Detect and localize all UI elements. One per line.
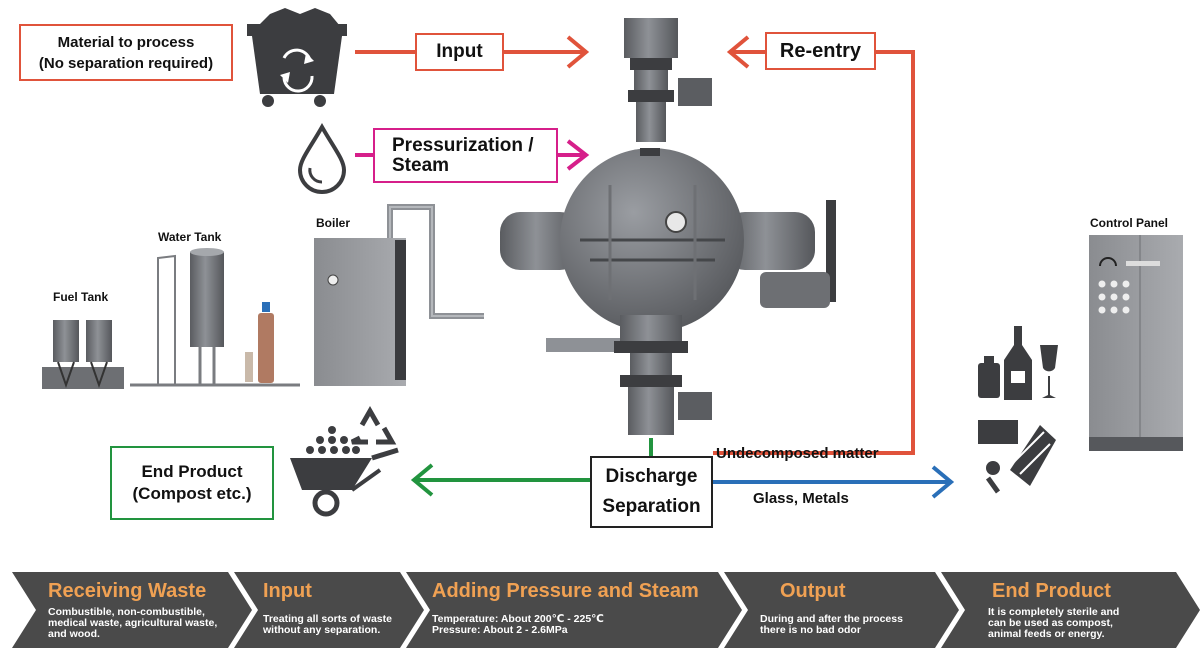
step-desc-line: During and after the process xyxy=(760,613,903,625)
step-shape-pressure xyxy=(406,572,742,648)
input-arrow xyxy=(355,35,590,69)
pressurization-box: Pressurization / Steam xyxy=(373,128,558,183)
discharge-box: Discharge Separation xyxy=(590,456,713,528)
output-arrow xyxy=(410,438,653,497)
glass-metals-label: Glass, Metals xyxy=(753,490,849,507)
bottles-icon xyxy=(978,326,1058,400)
pressurization-line-1: Pressurization / xyxy=(392,134,534,156)
step-desc-line: there is no bad odor xyxy=(760,624,861,636)
boiler xyxy=(314,204,484,386)
fuel-tank-label: Fuel Tank xyxy=(53,290,109,304)
step-shape-input xyxy=(234,572,424,648)
reentry-label: Re-entry xyxy=(779,39,862,62)
step-desc: Temperature: About 200℃ - 225℃ Pressure:… xyxy=(432,614,604,636)
discharge-line-2: Separation xyxy=(602,496,701,517)
step-shape-end xyxy=(941,572,1200,648)
fuel-tank xyxy=(42,320,124,389)
step-shape-receiving xyxy=(12,572,252,648)
step-desc-line: can be used as compost, xyxy=(988,617,1113,629)
step-desc-line: animal feeds or energy. xyxy=(988,628,1105,640)
step-desc-line: and wood. xyxy=(48,628,100,640)
step-desc-line: medical waste, agricultural waste, xyxy=(48,617,218,629)
undecomposed-label: Undecomposed matter xyxy=(716,445,879,462)
step-shape-output xyxy=(724,572,959,648)
step-desc-line: Temperature: About 200℃ - 225℃ xyxy=(432,613,604,625)
recycle-icon xyxy=(350,405,397,445)
water-drop-icon xyxy=(297,122,347,194)
step-title: Adding Pressure and Steam xyxy=(432,580,699,602)
end-product-box: End Product (Compost etc.) xyxy=(110,446,274,520)
step-desc: It is completely sterile and can be used… xyxy=(988,607,1119,640)
material-line-1: Material to process xyxy=(57,33,195,51)
water-tank-label: Water Tank xyxy=(158,230,222,244)
pressurization-line-2: Steam xyxy=(392,154,450,176)
reentry-arrow xyxy=(713,35,915,455)
boiler-label: Boiler xyxy=(316,216,351,230)
step-title: Input xyxy=(263,580,312,602)
reentry-box: Re-entry xyxy=(765,32,876,70)
control-panel xyxy=(1089,235,1183,451)
discharge-line-1: Discharge xyxy=(605,466,698,487)
step-desc: Combustible, non-combustible, medical wa… xyxy=(48,607,217,640)
step-bar xyxy=(12,572,1200,648)
step-desc-line: It is completely sterile and xyxy=(988,606,1120,618)
water-tank xyxy=(130,248,300,387)
step-receiving: Receiving Waste Combustible, non-combust… xyxy=(48,572,238,648)
compost-wheelbarrow-icon xyxy=(290,426,399,517)
end-product-line-1: End Product xyxy=(141,462,243,481)
step-desc: Treating all sorts of waste without any … xyxy=(263,614,392,636)
step-desc-line: Pressure: About 2 - 2.6MPa xyxy=(432,624,568,636)
step-desc: During and after the process there is no… xyxy=(760,614,903,636)
end-product-line-2: (Compost etc.) xyxy=(132,484,252,503)
step-end-product: End Product It is completely sterile and… xyxy=(988,572,1168,648)
recycle-arrow xyxy=(713,465,955,499)
material-box: Material to process (No separation requi… xyxy=(19,24,233,81)
step-output: Output During and after the process ther… xyxy=(760,572,935,648)
waste-bin-icon xyxy=(247,8,347,107)
cans-icon xyxy=(978,420,1056,494)
step-title: Receiving Waste xyxy=(48,580,207,602)
input-box: Input xyxy=(415,33,504,71)
step-desc-line: Treating all sorts of waste xyxy=(263,613,392,625)
step-title: End Product xyxy=(992,580,1111,602)
step-desc-line: Combustible, non-combustible, xyxy=(48,606,205,618)
steam-arrow xyxy=(355,139,590,171)
reactor-vessel xyxy=(500,18,836,435)
step-desc-line: without any separation. xyxy=(263,624,381,636)
control-panel-label: Control Panel xyxy=(1090,216,1169,230)
step-pressure: Adding Pressure and Steam Temperature: A… xyxy=(432,572,722,648)
material-line-2: (No separation required) xyxy=(38,54,214,72)
step-title: Output xyxy=(780,580,846,602)
step-input: Input Treating all sorts of waste withou… xyxy=(263,572,403,648)
input-label: Input xyxy=(436,41,483,62)
